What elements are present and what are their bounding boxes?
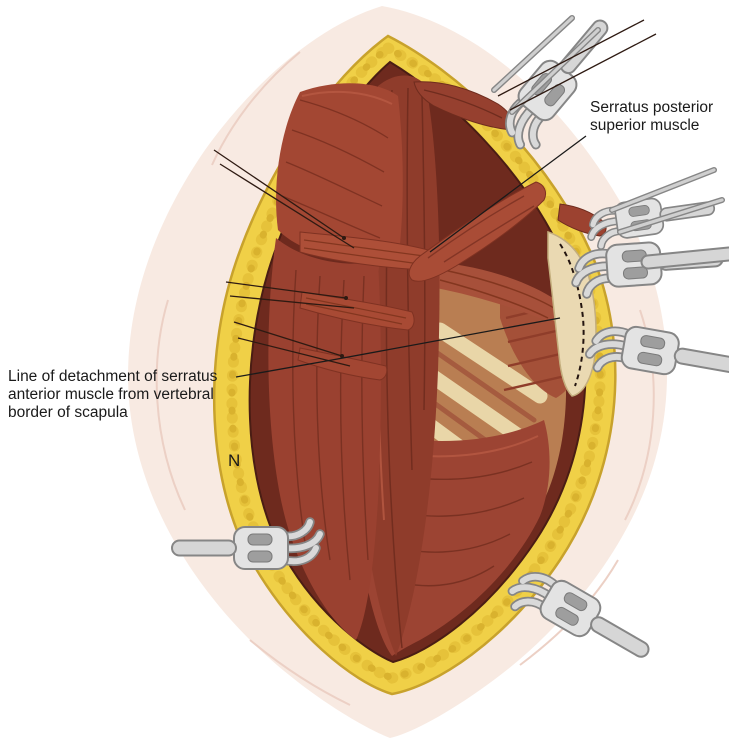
artist-mark: N <box>228 451 240 470</box>
leader-line-detachment <box>235 317 561 378</box>
detachment-dashed-line <box>559 243 585 387</box>
label-line: Serratus posterior <box>590 99 713 116</box>
label-line: Line of detachment of serratus <box>8 368 218 385</box>
serratus-posterior-superior-muscle <box>408 181 547 282</box>
sutures-top <box>497 19 657 111</box>
label-line: superior muscle <box>590 117 699 134</box>
instrument-rods-right <box>609 167 725 235</box>
sutures-left <box>213 149 355 367</box>
instrument-rods-top <box>491 15 601 115</box>
label-line: anterior muscle from vertebral <box>8 386 214 403</box>
label-serratus-posterior: Serratus posterior superior muscle <box>590 99 718 134</box>
label-detachment: Line of detachment of serratus anterior … <box>8 368 222 421</box>
muscle-left-upper <box>276 83 403 258</box>
leader-line-serratus <box>429 135 587 253</box>
retractor-right-upper <box>574 237 729 294</box>
label-line: border of scapula <box>8 404 128 421</box>
